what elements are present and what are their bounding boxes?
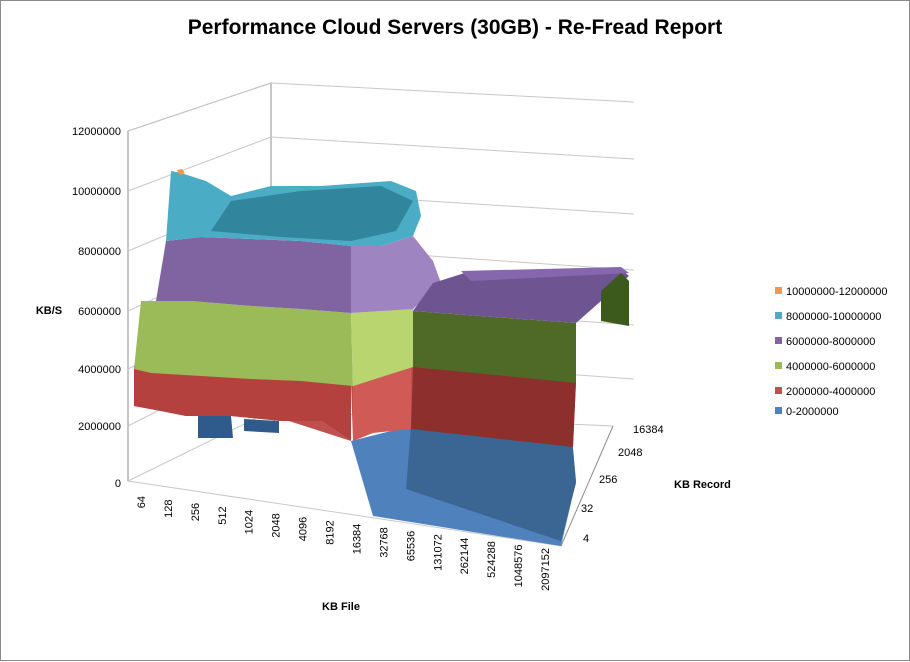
x-tick-label: 16384 <box>352 524 364 555</box>
legend-swatch <box>775 337 782 344</box>
surface-band-2-4M-slope <box>353 367 411 441</box>
surface <box>134 169 629 546</box>
surface-band-4-6M-right <box>413 311 576 383</box>
surface-band-6-8M-plateau-top <box>461 267 629 281</box>
surface-band-4-6M-front <box>134 301 353 386</box>
legend-label: 10000000-12000000 <box>786 286 888 298</box>
record-axis-title: KB Record <box>674 479 731 491</box>
x-tick-label: 32768 <box>378 527 390 558</box>
legend-label: 0-2000000 <box>786 406 839 418</box>
legend-swatch <box>775 312 782 319</box>
x-tick-label: 1048576 <box>513 545 525 588</box>
z-tick-label: 6000000 <box>78 306 121 318</box>
surface-band-0-2M-right-shade <box>406 426 576 541</box>
legend-swatch <box>775 387 782 394</box>
surface-band-0-2M-left-block2 <box>244 419 279 433</box>
x-tick-label: 128 <box>163 500 175 518</box>
x-tick-label: 2097152 <box>540 548 552 591</box>
record-tick-label: 32 <box>581 503 593 515</box>
x-tick-label: 8192 <box>325 520 337 544</box>
surface-band-10-12M-peak <box>177 169 185 175</box>
z-tick-label: 0 <box>115 478 121 490</box>
x-tick-label: 512 <box>217 506 229 524</box>
x-tick-label: 262144 <box>459 538 471 575</box>
z-axis-ticks: 12000000 10000000 8000000 6000000 400000… <box>72 126 121 490</box>
legend-label: 4000000-6000000 <box>786 361 875 373</box>
legend-label: 6000000-8000000 <box>786 336 875 348</box>
legend-label: 2000000-4000000 <box>786 386 875 398</box>
surface-band-6-8M-plateau <box>413 269 629 323</box>
z-tick-label: 4000000 <box>78 364 121 376</box>
x-tick-label: 524288 <box>486 541 498 578</box>
x-tick-label: 65536 <box>405 531 417 562</box>
record-tick-label: 256 <box>599 474 617 486</box>
surface-right-edge <box>601 273 629 326</box>
record-axis-ticks: 4 32 256 2048 16384 <box>581 424 664 545</box>
surface-band-4-6M-slope <box>351 309 413 386</box>
surface-band-0-2M-left-block <box>198 411 233 438</box>
legend-swatch <box>775 362 782 369</box>
legend-label: 8000000-10000000 <box>786 311 881 323</box>
surface-band-2-4M-right <box>411 367 576 447</box>
surface-band-6-8M-slope <box>351 236 441 313</box>
surface-band-8-10M-shade <box>211 186 413 241</box>
x-axis-title: KB File <box>322 601 360 613</box>
surface-band-2-4M-front <box>134 366 351 441</box>
x-tick-label: 4096 <box>298 517 310 541</box>
record-tick-label: 2048 <box>618 447 642 459</box>
chart-title: Performance Cloud Servers (30GB) - Re-Fr… <box>188 16 722 39</box>
legend-swatch <box>775 287 782 294</box>
z-tick-label: 8000000 <box>78 246 121 258</box>
x-tick-label: 64 <box>136 496 148 508</box>
surface-band-6-8M-front <box>156 237 351 313</box>
x-tick-label: 1024 <box>244 510 256 534</box>
record-tick-label: 4 <box>583 533 589 545</box>
y-axis-title: KB/S <box>36 305 62 317</box>
legend: 10000000-12000000 8000000-10000000 60000… <box>775 286 888 418</box>
x-tick-label: 256 <box>190 503 202 521</box>
z-tick-label: 10000000 <box>72 186 121 198</box>
x-tick-label: 2048 <box>271 513 283 537</box>
legend-swatch <box>775 407 782 414</box>
z-tick-label: 2000000 <box>78 421 121 433</box>
z-tick-label: 12000000 <box>72 126 121 138</box>
x-axis-ticks: 64 128 256 512 1024 2048 4096 8192 16384 32768 655… <box>136 496 552 591</box>
record-tick-label: 16384 <box>633 424 664 436</box>
x-tick-label: 131072 <box>432 534 444 571</box>
